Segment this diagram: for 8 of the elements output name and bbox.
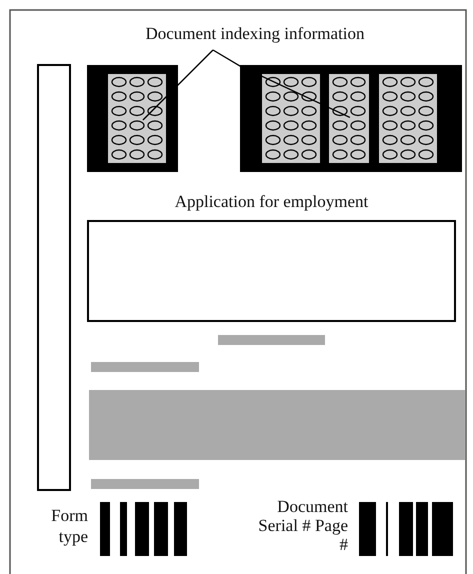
form-type-label: Form type [50, 505, 88, 547]
leader-line [212, 49, 350, 118]
leader-line [142, 50, 214, 120]
callout-text: Document indexing information [144, 24, 366, 43]
serial-page-label: Document Serial # Page # [258, 497, 348, 554]
indexing-block [240, 65, 462, 172]
form-title: Application for employment [174, 192, 370, 211]
indexing-block [87, 65, 178, 172]
